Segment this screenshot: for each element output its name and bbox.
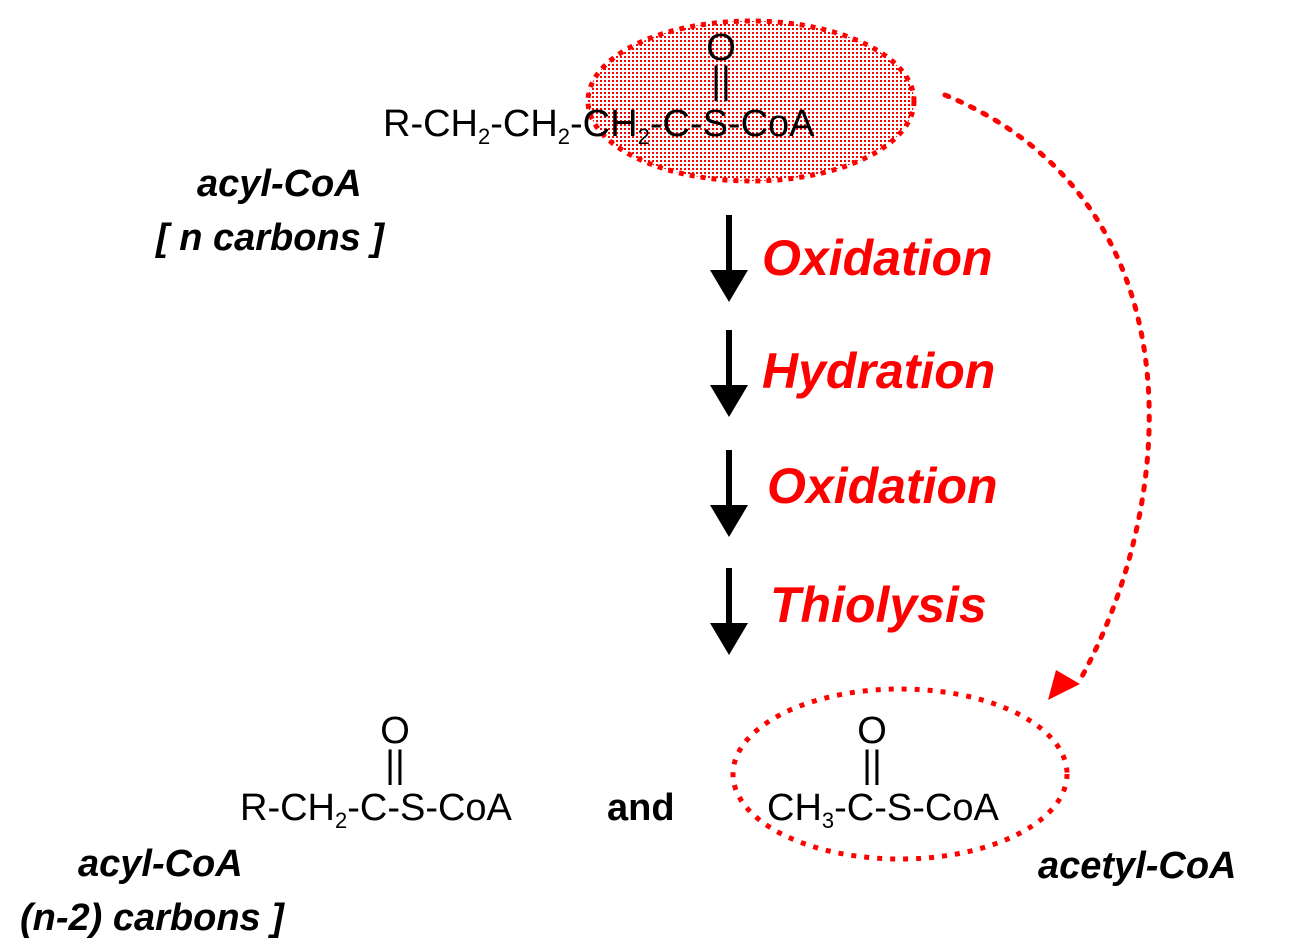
product-acyl-carbonyl-oxygen: O — [380, 710, 410, 752]
dotted-curve-arrow — [942, 92, 1152, 683]
step-label: Hydration — [762, 343, 995, 399]
start-carbonyl-oxygen: O — [706, 27, 736, 69]
step-oxidation-1: Oxidation — [710, 215, 993, 302]
step-label: Oxidation — [762, 230, 993, 286]
highlight-ellipse-acetyl — [730, 686, 1070, 862]
start-formula-subscript: 2 — [638, 124, 650, 149]
product-acyl-formula-subscript: 2 — [335, 808, 347, 833]
start-formula-subscript: 2 — [558, 124, 570, 149]
step-oxidation-2: Oxidation — [710, 450, 998, 537]
connector-and: and — [607, 787, 675, 829]
reaction-steps: Oxidation Hydration Oxidation Thiolysis — [710, 215, 998, 655]
start-double-bond: || — [711, 60, 731, 102]
product-acyl-carbons: (n-2) carbons ] — [20, 897, 285, 939]
product-acetyl-formula-part: -C-S-CoA — [834, 787, 999, 829]
highlight-ellipse-start — [585, 18, 917, 184]
product-acetyl-name: acetyl-CoA — [1038, 845, 1237, 887]
start-formula-subscript: 2 — [478, 124, 490, 149]
product-acyl-double-bond: || — [385, 744, 405, 786]
start-formula-part: -CH — [570, 103, 638, 145]
step-label: Oxidation — [767, 458, 998, 514]
product-acyl-formula: R-CH2-C-S-CoA — [240, 787, 513, 833]
product-acyl-name: acyl-CoA — [78, 843, 243, 885]
product-acetyl: O || CH3-C-S-CoA acetyl-CoA — [767, 710, 1237, 887]
start-molecule-name: acyl-CoA — [197, 163, 362, 205]
product-acetyl-formula-subscript: 3 — [822, 808, 834, 833]
product-acyl-formula-part: R-CH — [240, 787, 335, 829]
step-hydration: Hydration — [710, 330, 995, 417]
product-acetyl-double-bond: || — [862, 744, 882, 786]
start-molecule: O || R-CH2-CH2-CH2-C-S-CoA acyl-CoA [ n … — [155, 27, 815, 259]
start-formula: R-CH2-CH2-CH2-C-S-CoA — [383, 103, 815, 149]
down-arrow-head-icon — [710, 623, 748, 655]
product-acetyl-formula: CH3-C-S-CoA — [767, 787, 999, 833]
step-label: Thiolysis — [770, 577, 987, 633]
product-acyl: O || R-CH2-C-S-CoA acyl-CoA (n-2) carbon… — [20, 710, 513, 939]
product-acetyl-carbonyl-oxygen: O — [857, 710, 887, 752]
down-arrow-head-icon — [710, 385, 748, 417]
product-acetyl-formula-part: CH — [767, 787, 822, 829]
start-formula-part: R-CH — [383, 103, 478, 145]
step-thiolysis: Thiolysis — [710, 568, 987, 655]
down-arrow-head-icon — [710, 505, 748, 537]
down-arrow-head-icon — [710, 270, 748, 302]
start-formula-part: -CH — [490, 103, 558, 145]
dotted-arrow-head-icon — [1048, 670, 1080, 700]
start-molecule-carbons: [ n carbons ] — [155, 217, 385, 259]
start-formula-part: -C-S-CoA — [650, 103, 815, 145]
product-acyl-formula-part: -C-S-CoA — [347, 787, 512, 829]
